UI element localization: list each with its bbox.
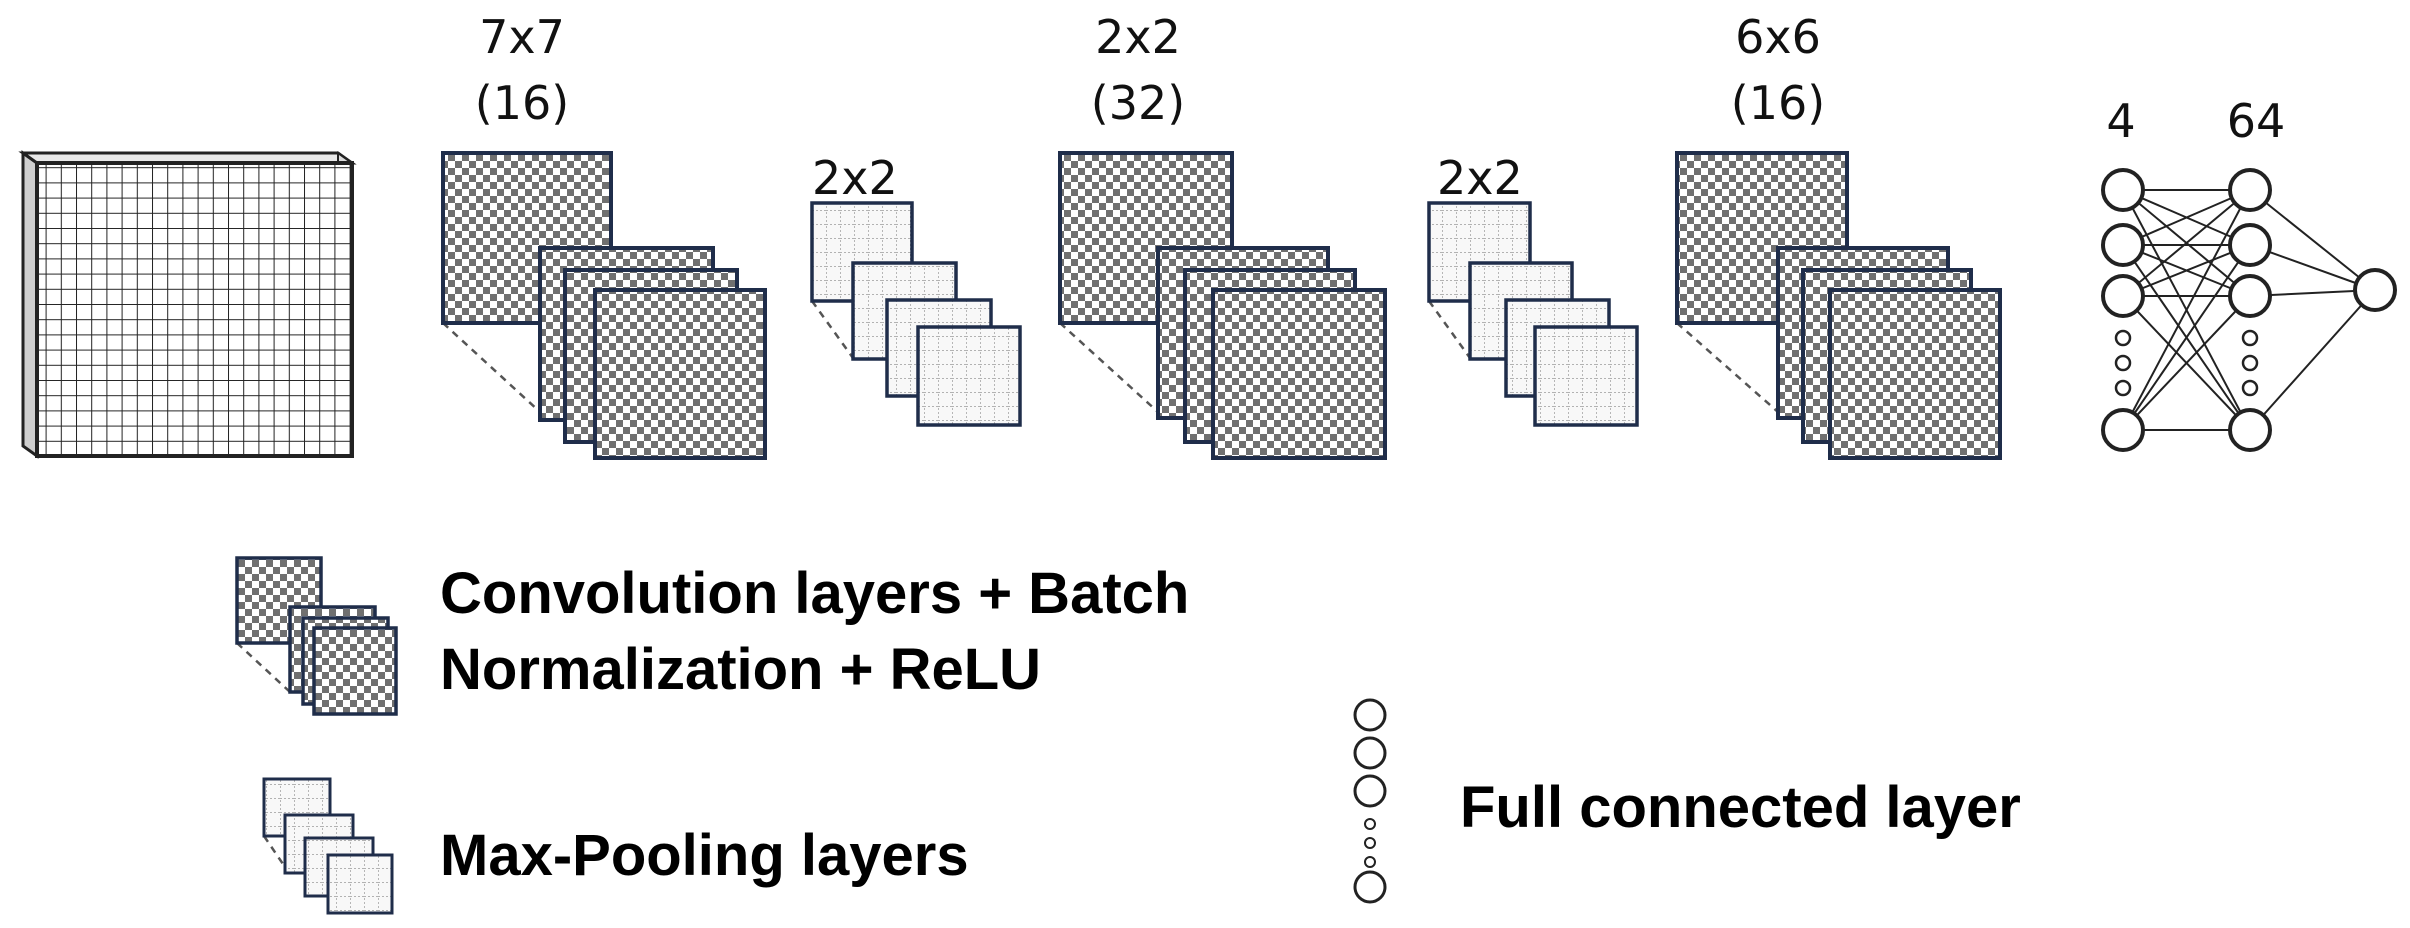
fc-layer2-neuron	[2228, 274, 2272, 318]
conv2-projection-line	[1059, 322, 1159, 413]
legend-icons	[235, 556, 1387, 915]
legend-fc-ellipsis-dot	[1364, 837, 1376, 849]
pool2-kernel-label: 2x2	[1437, 151, 1523, 205]
conv1-feature-map-4	[593, 288, 767, 460]
legend-fc-neuron	[1353, 698, 1387, 732]
conv3-kernel-label: 6x6	[1735, 10, 1821, 64]
legend-pool-icon-feature-map-4	[326, 853, 394, 915]
conv2-feature-map-4	[1211, 288, 1387, 460]
fc-edge	[2122, 189, 2251, 246]
fully-connected-network	[2101, 168, 2397, 452]
pool2-feature-map-4	[1533, 325, 1639, 427]
legend-conv-icon-projection-line	[236, 642, 291, 693]
fc-edge	[2122, 189, 2251, 297]
legend-pool-icon-stack	[262, 777, 394, 915]
legend-conv-line2: Normalization + ReLU	[440, 637, 1042, 702]
pool2-stack	[1427, 201, 1639, 427]
fc-ellipsis-dot	[2241, 329, 2259, 347]
conv1-projection-line	[442, 322, 541, 413]
legend-fc-neuron	[1353, 774, 1387, 808]
legend-conv-line1: Convolution layers + Batch	[440, 561, 1190, 626]
conv1-stack	[441, 151, 767, 460]
input-volume	[18, 150, 357, 459]
legend-conv-label: Convolution layers + Batch Normalization…	[440, 556, 1189, 708]
legend-fc-icon	[1353, 698, 1387, 904]
legend-conv-icon-stack	[235, 556, 398, 716]
fc-layer1-neuron	[2101, 274, 2145, 318]
fc-output-neuron	[2353, 268, 2397, 312]
fc-layer1-neuron	[2101, 408, 2145, 452]
legend-pool-icon-projection-line	[262, 835, 287, 868]
legend-fc-neuron	[1353, 736, 1387, 770]
fc-layer2-size-label: 64	[2226, 94, 2286, 148]
fc-layer2-neuron	[2228, 408, 2272, 452]
fc-edge	[2122, 295, 2251, 431]
fc-layer1-size-label: 4	[2106, 94, 2136, 148]
fc-connections	[2122, 189, 2376, 431]
fc-ellipsis-dot	[2114, 379, 2132, 397]
fc-ellipsis-dot	[2241, 379, 2259, 397]
fc-ellipsis-dot	[2114, 329, 2132, 347]
fc-edge	[2122, 189, 2251, 431]
conv3-stack	[1675, 151, 2002, 460]
pool1-stack	[810, 201, 1022, 427]
fc-layer2-neuron	[2228, 223, 2272, 267]
layer-blocks	[441, 151, 2002, 460]
fc-layer1-neuron	[2101, 223, 2145, 267]
conv3-projection-line	[1676, 322, 1779, 413]
input-volume-front	[35, 161, 354, 458]
conv2-feature-map-1	[1058, 151, 1234, 325]
fc-layer1-neuron	[2101, 168, 2145, 212]
conv2-kernel-label: 2x2	[1095, 10, 1181, 64]
legend-conv-icon-feature-map-4	[312, 626, 398, 716]
fc-output-edge	[2249, 244, 2376, 291]
legend-fc-neuron	[1353, 870, 1387, 904]
fc-edge	[2122, 244, 2251, 297]
fc-ellipsis-dot	[2114, 354, 2132, 372]
fc-output-edge	[2249, 189, 2376, 291]
pool1-kernel-label: 2x2	[812, 151, 898, 205]
input-volume-side	[21, 150, 39, 459]
legend-fc-ellipsis-dot	[1364, 856, 1376, 868]
conv1-filters-label: (16)	[474, 76, 570, 130]
conv2-filters-label: (32)	[1090, 76, 1186, 130]
legend-pool-label: Max-Pooling layers	[440, 823, 969, 888]
fc-layer2-neuron	[2228, 168, 2272, 212]
fc-output-edge	[2249, 289, 2376, 431]
pool1-projection-line	[810, 300, 855, 359]
conv3-filters-label: (16)	[1730, 76, 1826, 130]
conv2-stack	[1058, 151, 1387, 460]
conv3-feature-map-4	[1828, 288, 2002, 460]
conv1-kernel-label: 7x7	[479, 10, 565, 64]
legend-fc-label: Full connected layer	[1460, 775, 2021, 840]
legend-fc-ellipsis-dot	[1364, 818, 1376, 830]
fc-ellipsis-dot	[2241, 354, 2259, 372]
pool2-projection-line	[1427, 300, 1472, 359]
fc-edge	[2122, 244, 2251, 431]
pool1-feature-map-4	[916, 325, 1022, 427]
